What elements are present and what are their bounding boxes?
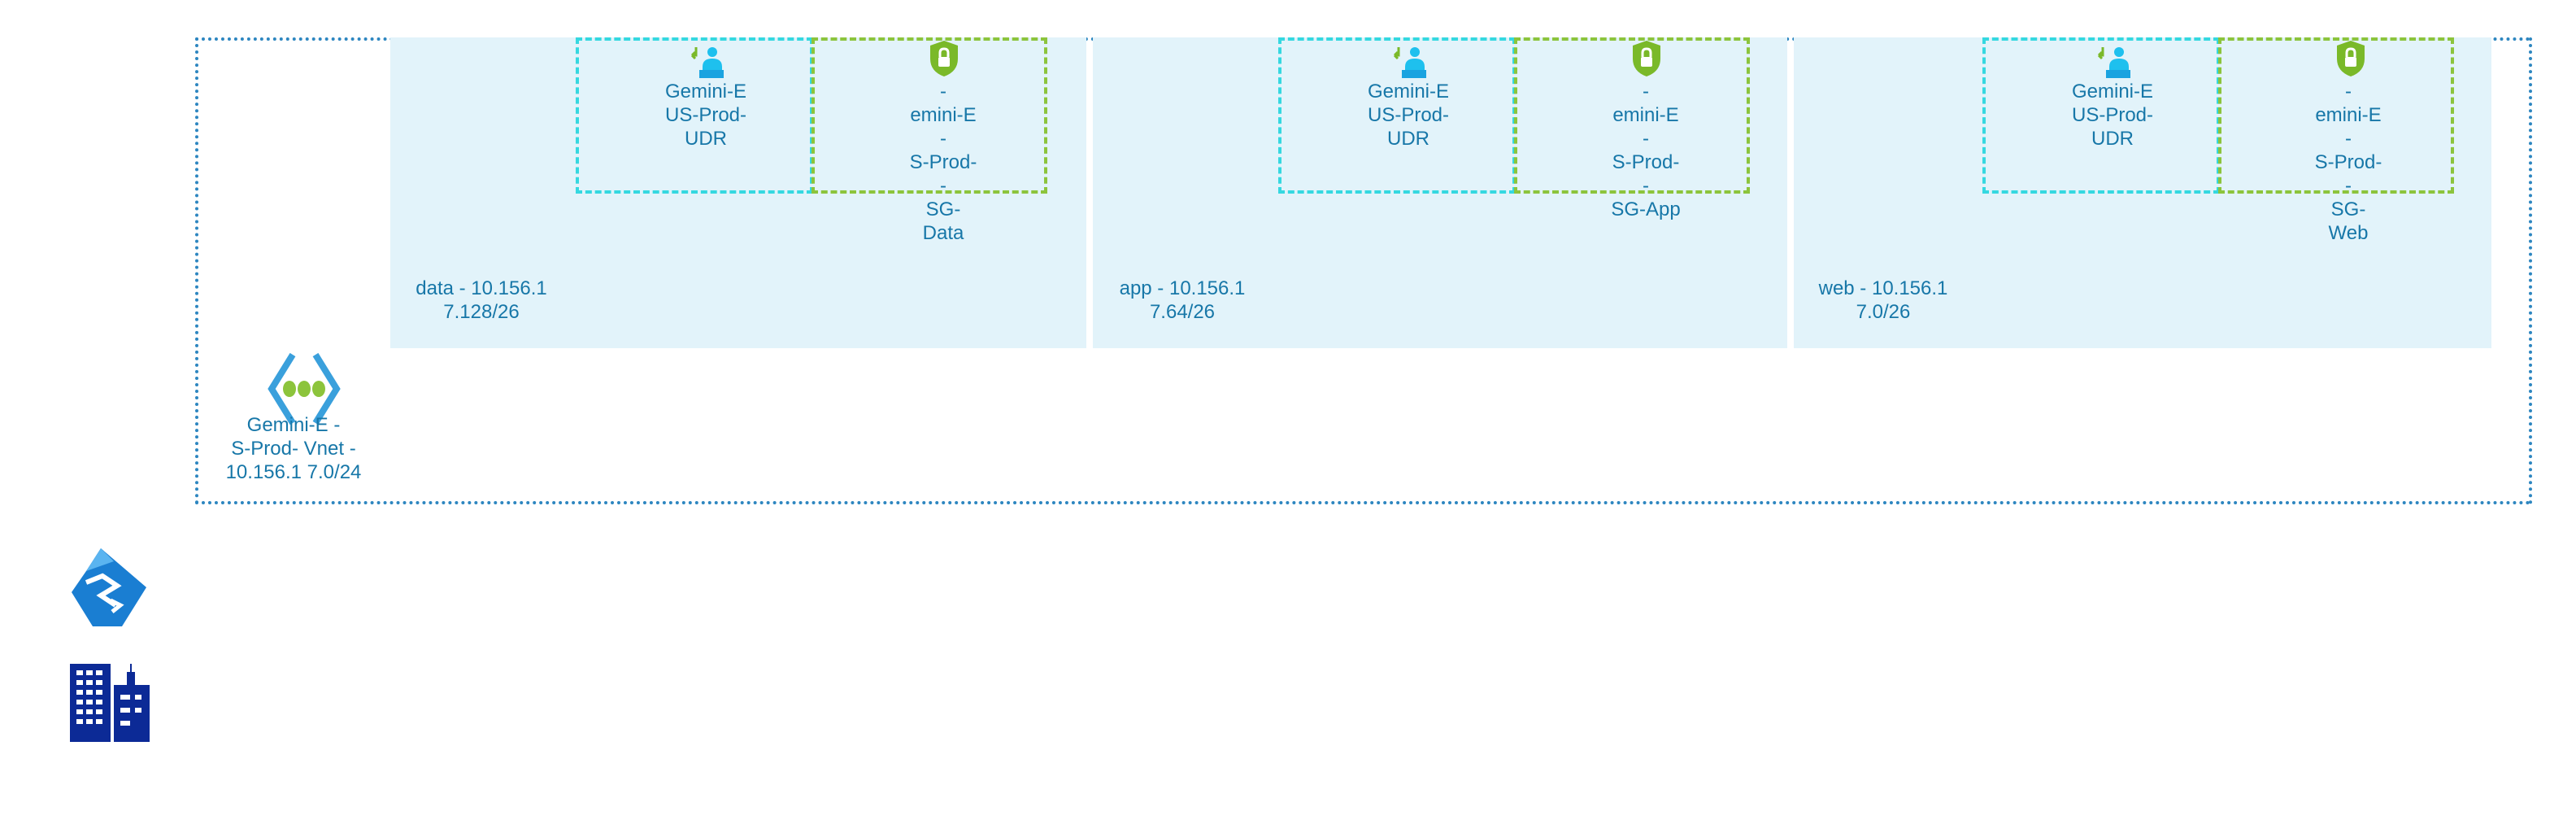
nsg-label-web: - emini-E - S-Prod- - SG- Web [2275, 80, 2422, 245]
nsg-box-data[interactable] [812, 37, 1047, 194]
udr-label-line: UDR [685, 128, 727, 150]
nsg-shield-icon [2337, 41, 2365, 76]
route-table-icon [1394, 47, 1426, 78]
vnet-icon[interactable] [265, 350, 343, 428]
subnet-label-line: app - 10.156.1 [1119, 277, 1246, 299]
nsg-shield-icon [930, 41, 958, 76]
subnet-label-data: data - 10.156.1 7.128/26 [408, 277, 555, 324]
building-icon [70, 664, 150, 742]
nsg-label-line: - [1643, 175, 1649, 197]
nsg-label-line: Web [2328, 222, 2369, 244]
nsg-label-line: S-Prod- [1612, 151, 1680, 173]
subnet-label-web: web - 10.156.1 7.0/26 [1810, 277, 1956, 324]
nsg-label-line: - [2345, 128, 2352, 150]
subnet-label-line: web - 10.156.1 [1818, 277, 1948, 299]
nsg-label-line: - [940, 81, 946, 102]
route-table-icon [691, 47, 724, 78]
subnet-label-line: 7.128/26 [443, 301, 520, 323]
nsg-label-line: - [2345, 81, 2352, 102]
vpn-gateway-icon[interactable] [68, 547, 150, 628]
udr-label-line: UDR [2091, 128, 2134, 150]
nsg-label-line: SG- [2330, 198, 2366, 220]
udr-label-line: Gemini-E [2071, 81, 2154, 102]
nsg-label-data: - emini-E - S-Prod- - SG- Data [870, 80, 1016, 245]
udr-label-data: Gemini-E US-Prod- UDR [633, 80, 779, 150]
vnet-label-line: 10.156.1 7.0/24 [225, 461, 362, 483]
nsg-box-app[interactable] [1514, 37, 1750, 194]
vnet-label-line: S-Prod- Vnet - [231, 438, 356, 460]
nsg-label-line: Data [922, 222, 964, 244]
nsg-label-line: emini-E [2315, 104, 2382, 126]
nsg-label-line: emini-E [910, 104, 977, 126]
subnet-label-line: 7.0/26 [1856, 301, 1911, 323]
nsg-label-line: S-Prod- [909, 151, 977, 173]
subnet-label-app: app - 10.156.1 7.64/26 [1109, 277, 1255, 324]
nsg-label-app: - emini-E - S-Prod- - SG-App [1573, 80, 1719, 221]
nsg-label-line: SG-App [1611, 198, 1681, 220]
udr-label-line: UDR [1387, 128, 1429, 150]
nsg-label-line: - [1643, 128, 1649, 150]
udr-label-app: Gemini-E US-Prod- UDR [1335, 80, 1482, 150]
nsg-label-line: emini-E [1612, 104, 1679, 126]
udr-label-line: US-Prod- [664, 104, 747, 126]
udr-label-line: Gemini-E [1367, 81, 1450, 102]
route-table-icon [2098, 47, 2130, 78]
nsg-box-web[interactable] [2218, 37, 2454, 194]
nsg-label-line: - [940, 128, 946, 150]
nsg-label-line: - [940, 175, 946, 197]
udr-label-line: Gemini-E [664, 81, 747, 102]
subnet-label-line: 7.64/26 [1149, 301, 1216, 323]
nsg-label-line: - [2345, 175, 2352, 197]
vnet-label: Gemini-E - S-Prod- Vnet - 10.156.1 7.0/2… [200, 413, 387, 484]
subnet-label-line: data - 10.156.1 [416, 277, 547, 299]
nsg-label-line: S-Prod- [2314, 151, 2382, 173]
nsg-label-line: - [1643, 81, 1649, 102]
vnet-label-line: Gemini-E - [246, 414, 341, 436]
nsg-label-line: SG- [925, 198, 961, 220]
udr-label-line: US-Prod- [1367, 104, 1450, 126]
nsg-shield-icon [1633, 41, 1660, 76]
udr-label-line: US-Prod- [2071, 104, 2154, 126]
udr-label-web: Gemini-E US-Prod- UDR [2039, 80, 2186, 150]
